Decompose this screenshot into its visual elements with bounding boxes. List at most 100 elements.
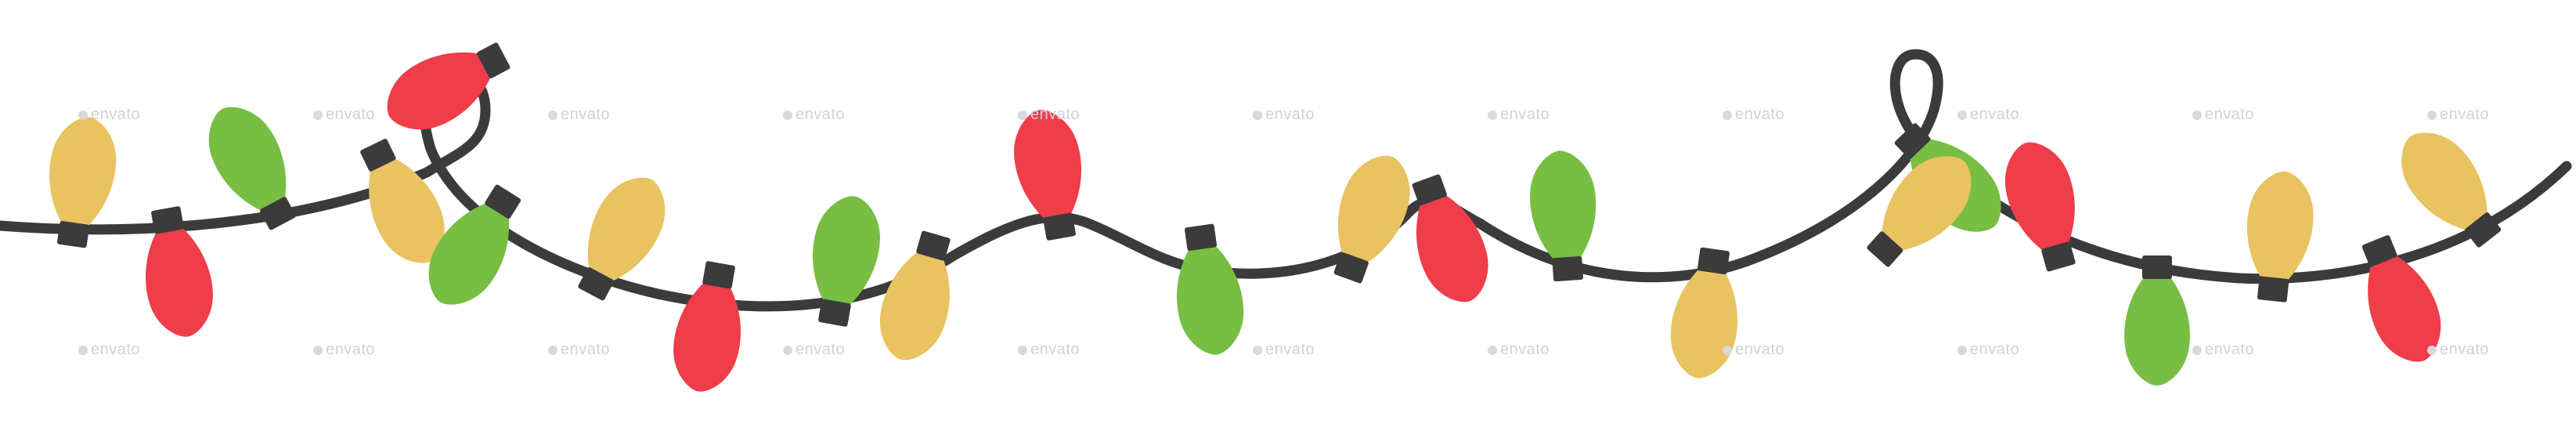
watermark-text: envato	[561, 106, 611, 123]
watermark: envato	[1253, 341, 1315, 359]
watermark-leaf-icon	[78, 110, 88, 120]
watermark: envato	[2427, 341, 2489, 359]
bulb-14-socket	[1412, 174, 1447, 206]
watermark-text: envato	[1265, 106, 1315, 123]
bulb-23-socket	[2465, 212, 2502, 248]
watermark-text: envato	[1735, 106, 1785, 123]
bulb-8-socket	[702, 261, 735, 289]
bulb-7-socket	[578, 267, 614, 301]
watermark-text: envato	[1500, 341, 1550, 358]
watermark-leaf-icon	[313, 346, 323, 355]
watermark-text: envato	[796, 341, 846, 358]
watermark-leaf-icon	[783, 110, 792, 120]
watermark-text: envato	[1970, 341, 2020, 358]
bulb-8-glass	[673, 280, 741, 392]
watermark-leaf-icon	[1018, 110, 1027, 120]
watermark: envato	[78, 106, 140, 124]
bulb-4-socket	[360, 139, 396, 172]
bulb-9-glass	[813, 196, 880, 308]
watermark: envato	[783, 106, 845, 124]
watermark-leaf-icon	[2192, 346, 2202, 355]
watermark-leaf-icon	[2427, 346, 2437, 355]
bulb-21-socket	[2257, 276, 2289, 303]
watermark-leaf-icon	[548, 110, 557, 120]
bulb-4-glass	[369, 156, 445, 263]
bulb-5-socket	[477, 42, 511, 78]
bulb-15	[1530, 150, 1596, 282]
bulb-18-socket	[1867, 231, 1903, 267]
watermark: envato	[1957, 106, 2019, 124]
watermark-leaf-icon	[548, 346, 557, 355]
bulb-23	[2401, 132, 2502, 248]
bulb-19	[2005, 142, 2076, 272]
bulb-14-glass	[1416, 193, 1488, 303]
bulb-17-socket	[1894, 123, 1931, 159]
watermark: envato	[1018, 106, 1080, 124]
bulb-21-glass	[2246, 171, 2314, 284]
bulb-2-glass	[146, 225, 213, 337]
watermark: envato	[313, 341, 375, 359]
bulb-15-glass	[1530, 150, 1596, 263]
watermark: envato	[1253, 106, 1315, 124]
bulb-12-glass	[1177, 242, 1244, 355]
watermark-leaf-icon	[1957, 110, 1967, 120]
bulb-3-glass	[208, 107, 287, 212]
bulb-1	[49, 117, 117, 248]
watermark: envato	[78, 341, 140, 359]
watermark-leaf-icon	[78, 346, 88, 355]
bulb-3-socket	[260, 197, 296, 230]
watermark-text: envato	[1030, 106, 1081, 123]
watermark: envato	[1018, 341, 1080, 359]
watermark-leaf-icon	[1253, 110, 1262, 120]
watermark-leaf-icon	[1018, 346, 1027, 355]
watermark-text: envato	[326, 341, 376, 358]
watermark-leaf-icon	[1723, 110, 1732, 120]
watermark-leaf-icon	[1488, 110, 1497, 120]
bulb-19-glass	[2005, 142, 2075, 253]
watermark-text: envato	[326, 106, 376, 123]
watermark-leaf-icon	[783, 346, 792, 355]
watermark-text: envato	[1500, 106, 1550, 123]
bulb-21	[2246, 171, 2314, 303]
watermark-text: envato	[561, 341, 611, 358]
watermark: envato	[548, 341, 610, 359]
bulb-15-socket	[1552, 255, 1584, 282]
bulb-10-socket	[916, 230, 951, 261]
watermark-leaf-icon	[2192, 110, 2202, 120]
bulb-11	[1014, 110, 1081, 241]
watermark-text: envato	[1970, 106, 2020, 123]
bulb-5-glass	[387, 52, 492, 130]
bulbs	[49, 42, 2502, 392]
watermark-text: envato	[1265, 341, 1315, 358]
bulb-7	[578, 177, 666, 301]
bulb-22-socket	[2361, 235, 2397, 267]
bulb-8	[673, 261, 741, 392]
bulb-22-glass	[2368, 253, 2441, 362]
bulb-12	[1177, 223, 1244, 355]
bulb-16-glass	[1670, 266, 1737, 379]
bulb-12-socket	[1185, 223, 1218, 252]
bulb-10	[880, 230, 951, 360]
watermark: envato	[2192, 341, 2254, 359]
watermark-leaf-icon	[1723, 346, 1732, 355]
bulb-20-socket	[2142, 255, 2172, 279]
watermark-leaf-icon	[313, 110, 323, 120]
watermark: envato	[2427, 106, 2489, 124]
watermark-text: envato	[796, 106, 846, 123]
watermark-text: envato	[2440, 341, 2490, 358]
bulb-1-glass	[49, 117, 117, 230]
bulb-13-glass	[1337, 155, 1410, 265]
bulb-5	[387, 42, 511, 130]
watermark-text: envato	[2205, 106, 2255, 123]
bulb-2-socket	[151, 206, 184, 234]
bulb-9-socket	[818, 299, 851, 327]
bulb-13-socket	[1333, 252, 1369, 284]
bulb-7-glass	[587, 177, 666, 283]
watermark: envato	[1488, 341, 1550, 359]
watermark: envato	[1488, 106, 1550, 124]
bulb-20	[2124, 255, 2190, 386]
watermark: envato	[783, 341, 845, 359]
bulb-13	[1333, 155, 1410, 284]
watermark-text: envato	[1030, 341, 1081, 358]
